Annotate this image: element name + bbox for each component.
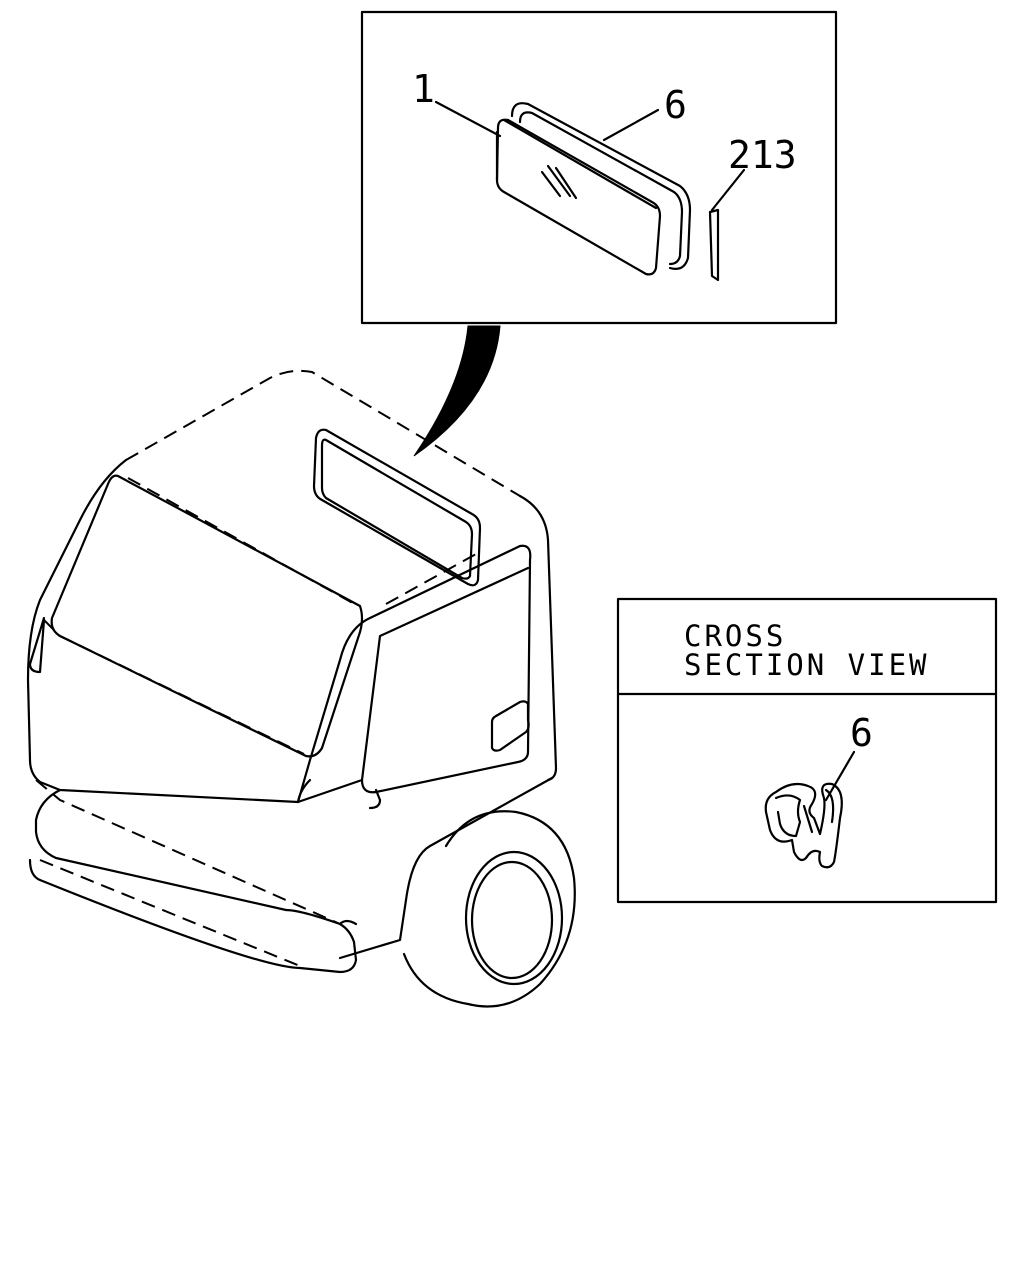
detail-pointer-arrow xyxy=(413,325,501,457)
detail-inset: 1 6 213 xyxy=(360,10,838,325)
callout-6: 6 xyxy=(664,83,687,127)
seal-part-6-drawing xyxy=(510,102,692,270)
leader-line-213 xyxy=(710,168,746,212)
detail-inset-frame xyxy=(360,10,838,325)
seal-cross-section-drawing xyxy=(764,782,843,869)
leader-line-1 xyxy=(434,100,502,138)
front-wheel xyxy=(402,810,576,1008)
cross-section-panel: CROSS SECTION VIEW 6 xyxy=(616,597,998,904)
callout-section-6: 6 xyxy=(850,711,873,755)
leader-line-6 xyxy=(602,108,660,142)
leader-line-section-6 xyxy=(824,750,856,802)
callout-213: 213 xyxy=(728,133,797,177)
glass-part-1-drawing xyxy=(495,118,662,276)
callout-1: 1 xyxy=(412,67,435,111)
rear-window-glass xyxy=(312,428,482,587)
strip-part-213-drawing xyxy=(708,208,720,282)
cross-section-title-line1: CROSS xyxy=(684,619,786,653)
cross-section-title-line2: SECTION VIEW xyxy=(684,648,930,682)
truck-cab-drawing xyxy=(26,369,576,1008)
cross-section-frame xyxy=(616,597,998,904)
